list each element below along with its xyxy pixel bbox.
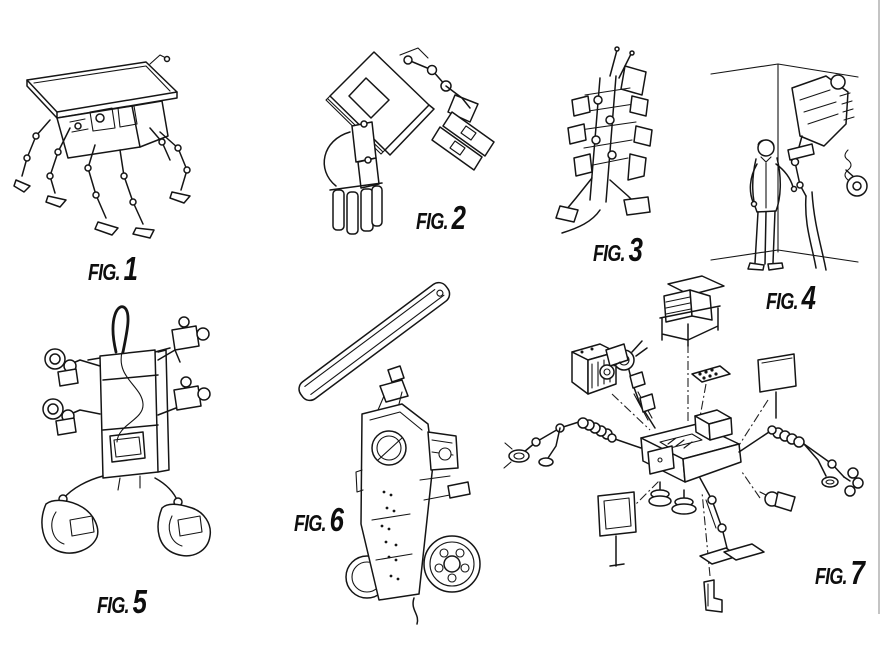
figure-label-prefix: FIG. [88,260,120,286]
figure-2-label-text: FIG.2 [416,200,466,237]
figure-6-label: FIG.6 [294,502,345,539]
figure-3-label-text: FIG.3 [593,232,643,269]
chassis-plate [360,403,434,601]
bottom-leg [699,477,765,565]
figure-label-number: 2 [451,200,467,237]
figure-label-number: 1 [124,251,138,288]
room-corner-lines [710,63,859,263]
beam [298,281,451,402]
figure-label-number: 4 [801,280,816,317]
figure-6-label-text: FIG.6 [294,502,344,539]
figure-7-drawing [503,275,864,613]
figure-3-drawing [555,46,653,234]
figure-label-number: 7 [851,555,867,592]
figure-1-label: FIG.1 [88,251,138,288]
rivet-dots [380,490,400,581]
figure-label-prefix: FIG. [766,289,798,315]
figure-5-drawing [41,305,212,557]
detached-gripper [759,491,796,512]
figure-label-prefix: FIG. [593,241,625,267]
left-leg [503,417,642,469]
figure-label-number: 5 [133,584,148,621]
wall-robot [787,74,868,271]
robot-arm [599,340,656,429]
assembly-dashdot-lines [611,344,769,577]
figure-6-drawing [298,281,481,625]
right-plate [757,353,797,419]
robot-body [640,409,742,515]
figure-label-number: 3 [629,232,644,269]
figure-2-drawing [323,47,495,235]
left-plate [597,491,637,567]
bottom-bracket [703,579,723,613]
figure-3-label: FIG.3 [593,232,644,269]
figure-1-drawing [13,54,191,239]
figure-7-label: FIG.7 [815,555,867,592]
figure-label-prefix: FIG. [97,593,129,619]
carry-hook [111,305,130,354]
figure-5-label: FIG.5 [97,584,148,621]
person-outline [747,139,798,271]
figure-label-prefix: FIG. [416,209,448,235]
figure-label-prefix: FIG. [815,564,847,590]
figure-4-label: FIG.4 [766,280,816,317]
figure-label-prefix: FIG. [294,511,326,537]
perforated-plate [691,365,731,383]
right-leg [738,425,864,497]
figure-4-drawing [710,63,868,271]
figure-5-label-text: FIG.5 [97,584,147,621]
figure-1-label-text: FIG.1 [88,251,137,288]
figure-label-number: 6 [330,502,345,539]
figure-4-label-text: FIG.4 [766,280,816,317]
figure-2-label: FIG.2 [416,200,467,237]
top-module [659,275,725,347]
figure-7-label-text: FIG.7 [815,555,866,592]
